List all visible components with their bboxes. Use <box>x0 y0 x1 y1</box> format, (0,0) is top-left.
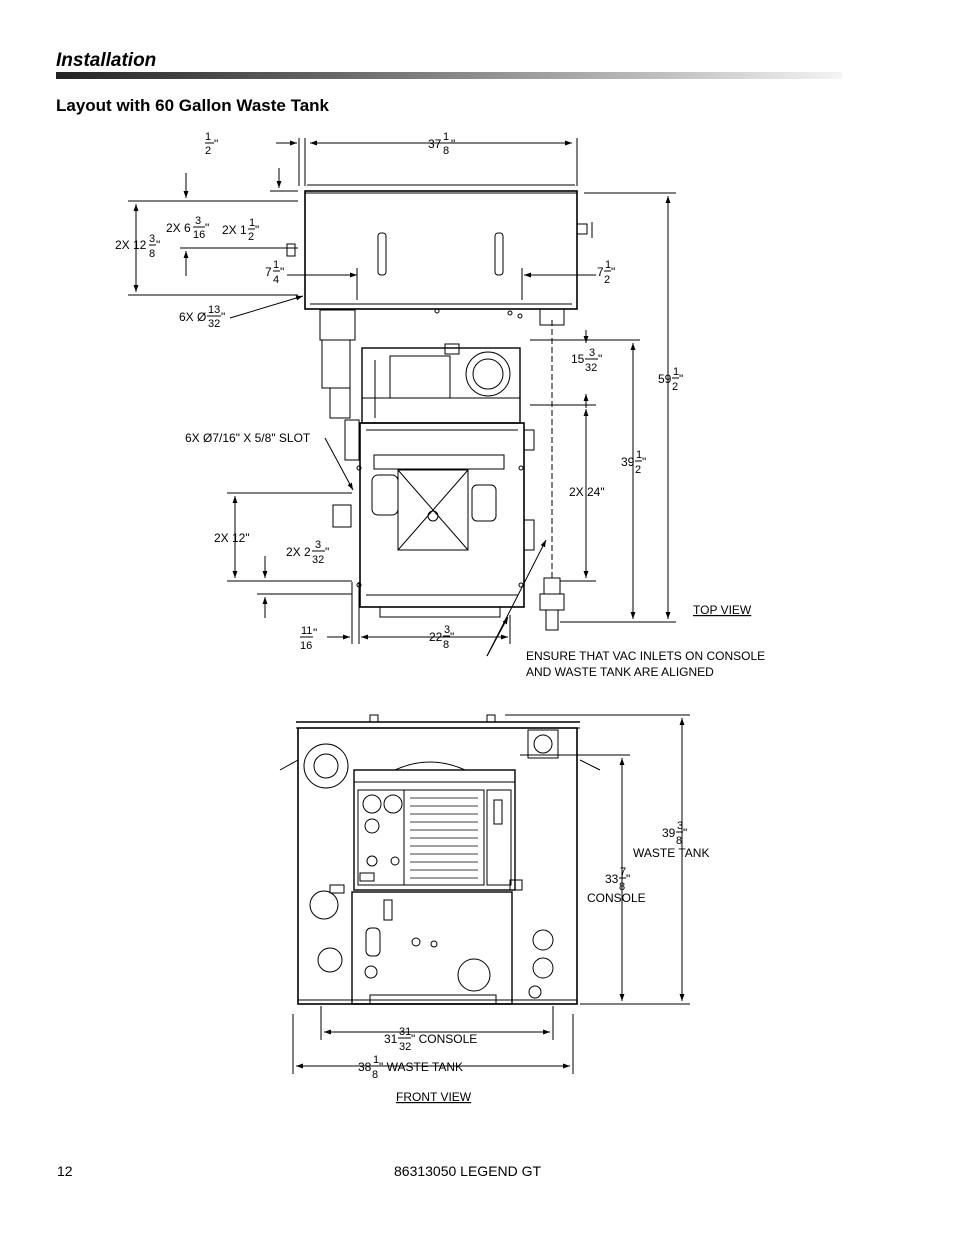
svg-text:2: 2 <box>205 145 211 157</box>
svg-text:8: 8 <box>676 835 682 847</box>
svg-text:2: 2 <box>635 464 641 476</box>
svg-text:3: 3 <box>149 233 155 245</box>
svg-text:": " <box>642 455 646 469</box>
svg-text:2X 12: 2X 12 <box>115 238 147 252</box>
svg-text:8: 8 <box>619 881 625 893</box>
svg-text:38: 38 <box>358 1060 372 1074</box>
front-view-dimensions: 39 3 8 " WASTE TANK 33 7 8 " CONSOLE 31 … <box>358 820 709 1104</box>
svg-text:2: 2 <box>672 381 678 393</box>
svg-text:33: 33 <box>605 872 619 886</box>
svg-text:": " <box>683 826 687 840</box>
svg-text:1: 1 <box>273 259 279 271</box>
svg-text:31: 31 <box>399 1026 411 1038</box>
svg-text:32: 32 <box>208 318 220 330</box>
svg-text:13: 13 <box>208 304 220 316</box>
svg-text:15: 15 <box>571 352 585 366</box>
svg-text:1: 1 <box>673 366 679 378</box>
svg-text:37: 37 <box>428 137 442 151</box>
svg-text:CONSOLE: CONSOLE <box>587 891 646 905</box>
svg-text:": " <box>450 630 454 644</box>
svg-text:2X 24": 2X 24" <box>569 485 605 499</box>
alignment-note-line-2: AND WASTE TANK ARE ALIGNED <box>526 665 714 679</box>
svg-text:16: 16 <box>193 229 205 241</box>
svg-text:": " <box>280 265 284 279</box>
page-heading: Layout with 60 Gallon Waste Tank <box>56 96 329 115</box>
svg-text:2X 12": 2X 12" <box>214 531 250 545</box>
svg-text:31: 31 <box>384 1032 398 1046</box>
svg-text:": " <box>313 626 317 640</box>
svg-text:3: 3 <box>444 624 450 636</box>
svg-text:2X 6: 2X 6 <box>166 221 191 235</box>
svg-text:1: 1 <box>249 217 255 229</box>
svg-text:22: 22 <box>429 630 443 644</box>
svg-text:16: 16 <box>300 640 312 652</box>
svg-text:7: 7 <box>265 265 272 279</box>
front-view <box>279 714 690 1074</box>
svg-text:32: 32 <box>399 1041 411 1053</box>
top-view-label: TOP VIEW <box>693 603 752 617</box>
top-view <box>128 138 676 657</box>
svg-text:59: 59 <box>658 372 672 386</box>
svg-text:": " <box>611 265 615 279</box>
svg-text:1: 1 <box>605 259 611 271</box>
svg-text:": " <box>255 223 259 237</box>
svg-text:": " <box>451 137 455 151</box>
svg-text:4: 4 <box>273 274 279 286</box>
svg-text:": " <box>214 137 218 151</box>
svg-text:8: 8 <box>372 1069 378 1081</box>
document-id: 86313050 LEGEND GT <box>394 1163 542 1179</box>
svg-text:1: 1 <box>205 131 211 143</box>
section-title: Installation <box>56 50 157 71</box>
svg-text:8: 8 <box>149 248 155 260</box>
svg-text:7: 7 <box>597 265 604 279</box>
svg-text:2: 2 <box>604 274 610 286</box>
svg-text:7: 7 <box>620 866 626 878</box>
svg-text:32: 32 <box>585 362 597 374</box>
svg-text:WASTE TANK: WASTE TANK <box>633 846 709 860</box>
svg-text:": " <box>679 372 683 386</box>
svg-text:": " <box>205 221 209 235</box>
svg-text:" WASTE TANK: " WASTE TANK <box>379 1060 463 1074</box>
top-view-dimensions: 1 2 " 37 1 8 " 2X 12 3 8 " 2X 6 3 16 " 2… <box>115 131 765 679</box>
svg-text:": " <box>325 545 329 559</box>
svg-text:2X 1: 2X 1 <box>222 223 247 237</box>
svg-text:1: 1 <box>443 131 449 143</box>
svg-text:": " <box>221 310 225 324</box>
svg-text:" CONSOLE: " CONSOLE <box>411 1032 477 1046</box>
svg-text:6X Ø7/16" X 5/8" SLOT: 6X Ø7/16" X 5/8" SLOT <box>185 431 311 445</box>
svg-text:2X 2: 2X 2 <box>286 545 311 559</box>
alignment-note-line-1: ENSURE THAT VAC INLETS ON CONSOLE <box>526 649 765 663</box>
svg-text:1: 1 <box>636 449 642 461</box>
svg-text:": " <box>626 872 630 886</box>
title-rule <box>56 72 842 79</box>
page-number: 12 <box>57 1163 73 1179</box>
svg-text:32: 32 <box>312 554 324 566</box>
svg-text:3: 3 <box>195 215 201 227</box>
svg-text:3: 3 <box>315 539 321 551</box>
svg-text:39: 39 <box>621 455 635 469</box>
svg-text:8: 8 <box>443 639 449 651</box>
svg-text:1: 1 <box>373 1054 379 1066</box>
svg-text:39: 39 <box>662 826 676 840</box>
svg-text:": " <box>598 352 602 366</box>
svg-text:3: 3 <box>589 347 595 359</box>
svg-text:": " <box>156 238 160 252</box>
front-view-label: FRONT VIEW <box>396 1090 472 1104</box>
svg-text:2: 2 <box>248 231 254 243</box>
svg-text:6X Ø: 6X Ø <box>179 310 206 324</box>
svg-text:8: 8 <box>443 145 449 157</box>
svg-text:3: 3 <box>677 820 683 832</box>
svg-text:11: 11 <box>301 625 312 637</box>
